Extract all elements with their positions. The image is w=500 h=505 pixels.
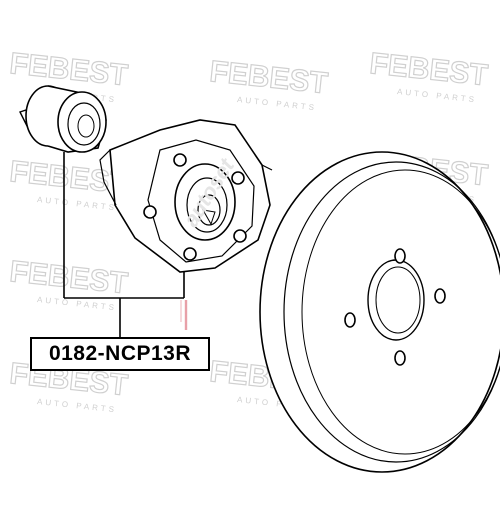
highlight-marks xyxy=(180,300,188,330)
part-number-box: 0182-NCP13R xyxy=(30,337,210,371)
wheel-hub xyxy=(99,119,273,273)
watermark-left-3: FEBEST AUTO PARTS xyxy=(8,255,130,313)
bearing-cap xyxy=(19,85,107,153)
drum-bolt-hole xyxy=(394,248,406,264)
watermark-mid-1: FEBEST AUTO PARTS xyxy=(208,55,330,113)
hub-stud-hole xyxy=(183,247,197,261)
leader-lines xyxy=(63,152,185,337)
svg-text:FEBEST: FEBEST xyxy=(8,47,129,92)
drum-bolt-hole xyxy=(434,288,446,304)
svg-text:FEBEST: FEBEST xyxy=(8,255,129,300)
part-number-label: 0182-NCP13R xyxy=(48,342,192,365)
svg-text:FEBEST: FEBEST xyxy=(208,55,329,100)
hub-stud-hole xyxy=(231,171,245,185)
drum-bolt-hole xyxy=(344,312,356,328)
hub-stud-hole xyxy=(143,205,157,219)
drum-bolt-hole xyxy=(394,350,406,366)
svg-text:FEBEST: FEBEST xyxy=(368,47,489,92)
brake-drum xyxy=(259,151,500,473)
hub-stud-hole xyxy=(233,229,247,243)
watermark-right-1: FEBEST AUTO PARTS xyxy=(368,47,490,105)
hub-stud-hole xyxy=(173,153,187,167)
